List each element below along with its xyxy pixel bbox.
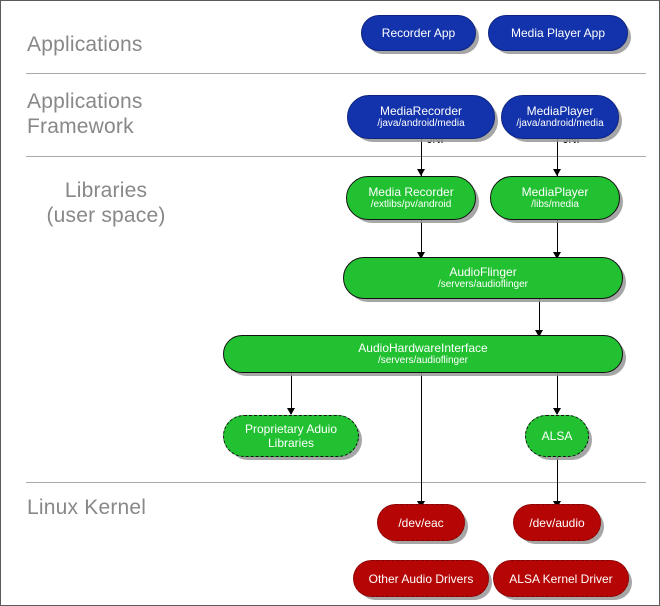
node-mediarecorder-framework-path: /java/android/media	[377, 118, 465, 129]
arrowhead-audioflinger-to-audiohardwareinterface	[535, 330, 543, 337]
node-media-recorder-library-title: Media Recorder	[368, 185, 454, 199]
arrowhead-media-player-to-audioflinger	[553, 252, 561, 259]
node-media-player-library-title: MediaPlayer	[521, 185, 589, 199]
connector-media-player-to-audioflinger	[557, 219, 558, 259]
node-dev-eac[interactable]: /dev/eac	[377, 504, 465, 541]
node-media-recorder-library-path: /extlibs/pv/android	[370, 199, 452, 210]
connector-ahi-to-alsa	[557, 372, 558, 414]
node-mediaplayer-framework-path: /java/android/media	[516, 118, 604, 129]
layer-label-linux-kernel: Linux Kernel	[27, 496, 147, 519]
arrowhead-ahi-to-alsa	[553, 408, 561, 415]
node-audiohardwareinterface[interactable]: AudioHardwareInterface /servers/audiofli…	[223, 335, 623, 373]
node-proprietary-audio-libraries[interactable]: Proprietary Aduio Libraries	[223, 415, 359, 457]
node-media-player-app-title: Media Player App	[510, 26, 606, 40]
node-dev-audio[interactable]: /dev/audio	[513, 504, 601, 541]
node-media-player-app[interactable]: Media Player App	[488, 15, 628, 51]
node-media-player-library-path: /libs/media	[531, 199, 579, 210]
connector-mediarecorder-jni	[421, 138, 422, 176]
arrowhead-mediarecorder-jni	[417, 169, 425, 176]
node-other-audio-drivers-title: Other Audio Drivers	[368, 571, 474, 586]
divider-kernel	[26, 482, 646, 483]
arrowhead-mediaplayer-jni	[553, 169, 561, 176]
layer-label-applications-framework: Applications Framework	[27, 90, 143, 138]
connector-alsa-to-dev-audio	[557, 456, 558, 506]
node-audioflinger[interactable]: AudioFlinger /servers/audioflinger	[343, 257, 623, 299]
node-alsa[interactable]: ALSA	[525, 415, 589, 457]
connector-media-recorder-to-audioflinger	[421, 219, 422, 259]
arrowhead-media-recorder-to-audioflinger	[417, 252, 425, 259]
divider-framework	[26, 156, 646, 157]
node-media-recorder-library[interactable]: Media Recorder /extlibs/pv/android	[346, 176, 476, 220]
connector-audioflinger-to-audiohardwareinterface	[539, 298, 540, 336]
layer-label-libraries: Libraries (user space)	[46, 179, 166, 227]
node-alsa-title: ALSA	[541, 429, 573, 443]
node-alsa-kernel-driver-title: ALSA Kernel Driver	[509, 571, 613, 586]
node-audiohardwareinterface-title: AudioHardwareInterface	[358, 341, 488, 355]
arrowhead-ahi-to-proprietary-libraries	[287, 408, 295, 415]
node-mediarecorder-framework[interactable]: MediaRecorder /java/android/media	[347, 95, 495, 139]
node-recorder-app[interactable]: Recorder App	[361, 15, 476, 51]
node-media-player-library[interactable]: MediaPlayer /libs/media	[490, 176, 620, 220]
node-proprietary-audio-libraries-title: Proprietary Aduio Libraries	[244, 422, 338, 450]
node-other-audio-drivers[interactable]: Other Audio Drivers	[353, 560, 489, 597]
node-audiohardwareinterface-path: /servers/audioflinger	[377, 355, 469, 366]
node-alsa-kernel-driver[interactable]: ALSA Kernel Driver	[493, 560, 629, 597]
node-recorder-app-title: Recorder App	[381, 26, 456, 40]
node-mediarecorder-framework-title: MediaRecorder	[379, 104, 463, 118]
connector-ahi-to-dev-eac	[421, 372, 422, 506]
connector-mediaplayer-jni	[557, 138, 558, 176]
node-dev-eac-title: /dev/eac	[398, 515, 444, 530]
node-dev-audio-title: /dev/audio	[529, 515, 585, 530]
layer-label-applications: Applications	[27, 33, 143, 56]
divider-applications	[26, 73, 646, 74]
node-mediaplayer-framework-title: MediaPlayer	[526, 104, 594, 118]
node-audioflinger-title: AudioFlinger	[449, 265, 517, 279]
connector-ahi-to-proprietary-libraries	[291, 372, 292, 414]
node-audioflinger-path: /servers/audioflinger	[437, 279, 529, 290]
node-mediaplayer-framework[interactable]: MediaPlayer /java/android/media	[501, 95, 619, 139]
